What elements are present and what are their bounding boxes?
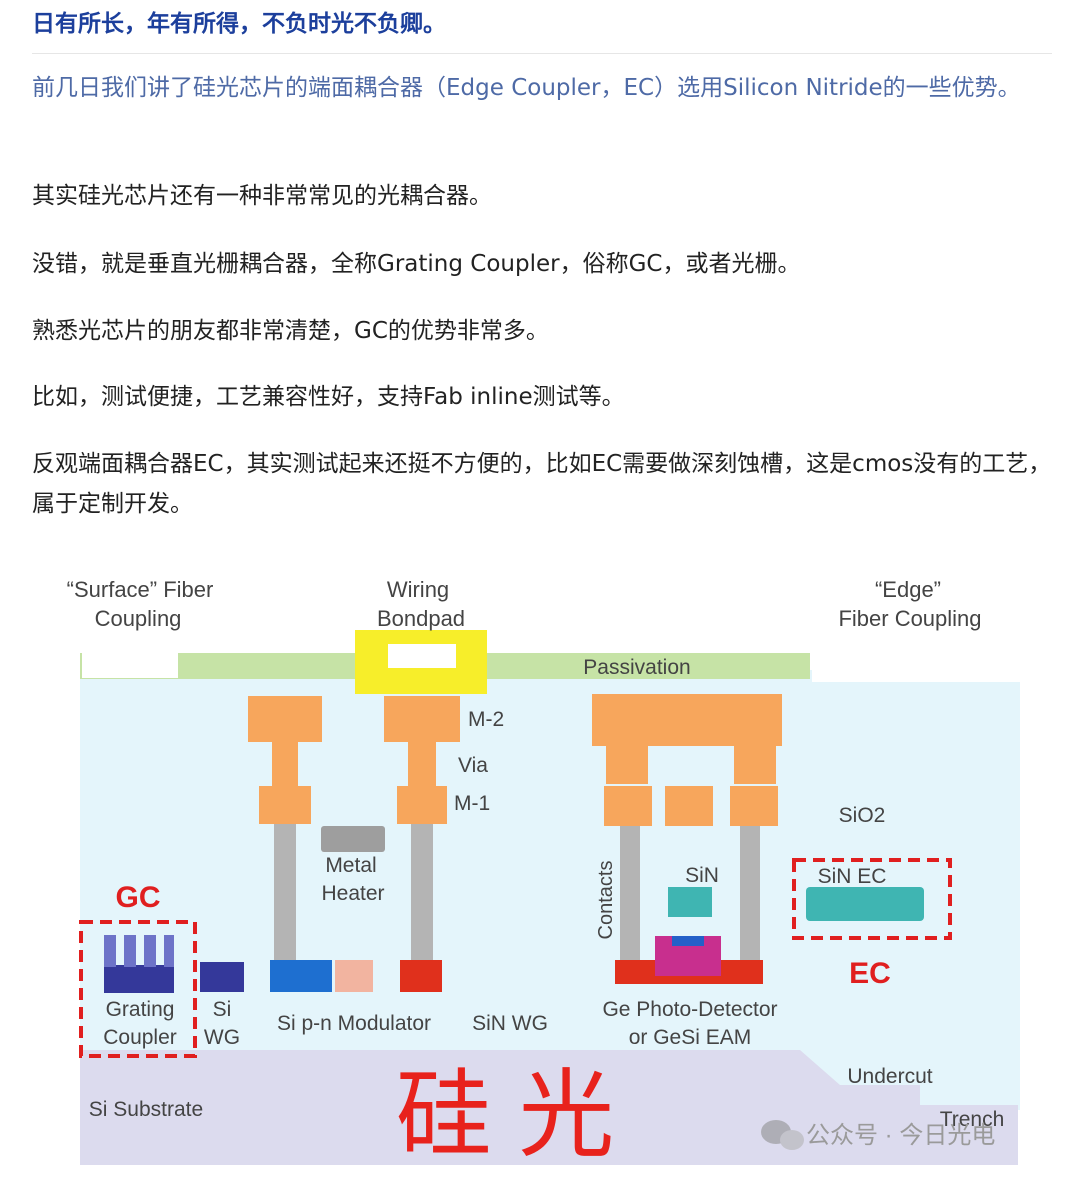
bondpad-opening	[388, 644, 456, 668]
m2-left	[248, 696, 322, 742]
via-right-1	[606, 746, 648, 784]
surface-fiber-label: “Surface” Fiber	[67, 577, 214, 602]
m2-center	[384, 696, 460, 742]
m1-right-2	[665, 786, 713, 826]
metal-label: Metal	[325, 854, 376, 877]
ec-highlight-box	[792, 858, 952, 940]
passivation-label: Passivation	[583, 656, 690, 679]
m1-right-3	[730, 786, 778, 826]
contact-right-1	[620, 826, 640, 962]
contact-left	[274, 824, 296, 962]
bondpad-label: Bondpad	[377, 606, 465, 631]
si-waveguide	[200, 962, 244, 992]
photodetector-label: Ge Photo-Detector	[602, 998, 777, 1021]
contact-center	[411, 824, 433, 962]
metal-heater	[321, 826, 385, 852]
watermark-text: 公众号 · 今日光电	[806, 1122, 995, 1149]
overlay-title: 硅 光	[396, 1062, 615, 1169]
m1-left	[259, 786, 311, 824]
grating-tooth-4	[164, 935, 174, 967]
undercut-label: Undercut	[847, 1065, 932, 1088]
m2-right	[592, 694, 782, 746]
article-heading: 日有所长，年有所得，不负时光不负卿。	[32, 11, 446, 37]
paragraph-2: 其实硅光芯片还有一种非常常见的光耦合器。	[32, 183, 492, 209]
m1-right-1	[604, 786, 652, 826]
sin-ec-label: SiN EC	[818, 865, 887, 888]
sio2-label: SiO2	[839, 804, 886, 827]
divider	[32, 53, 1052, 54]
grating-coupler-base	[104, 965, 174, 993]
paragraph-4: 熟悉光芯片的朋友都非常清楚，GC的优势非常多。	[32, 318, 549, 344]
modulator-label: Si p-n Modulator	[277, 1012, 431, 1035]
substrate-label: Si Substrate	[89, 1098, 203, 1121]
modulator-p-region	[270, 960, 332, 992]
sin-wg-label: SiN WG	[472, 1012, 548, 1035]
wechat-icon	[761, 1120, 804, 1150]
grating-tooth-3	[144, 935, 156, 967]
trench-label: Trench	[940, 1108, 1005, 1131]
sin-label: SiN	[685, 864, 719, 887]
wiring-label: Wiring	[387, 577, 449, 602]
m2-label: M-2	[468, 708, 504, 731]
via-label: Via	[458, 754, 488, 777]
coupler-label: Coupler	[103, 1026, 177, 1049]
edge-fiber-coupling-label: Fiber Coupling	[838, 606, 981, 631]
sin-edge-coupler	[806, 887, 924, 921]
gc-highlight-box	[79, 920, 197, 1058]
contact-right-2	[740, 826, 760, 962]
contacts-label: Contacts	[595, 861, 617, 940]
modulator-n-region	[400, 960, 442, 992]
paragraph-3: 没错，就是垂直光栅耦合器，全称Grating Coupler，俗称GC，或者光栅…	[32, 251, 801, 277]
edge-fiber-gap	[812, 646, 1022, 682]
gc-tag: GC	[116, 881, 161, 914]
ec-tag: EC	[849, 957, 891, 990]
eam-label: or GeSi EAM	[629, 1026, 752, 1049]
pd-contact	[672, 936, 704, 946]
via-left	[272, 742, 298, 786]
via-center	[408, 742, 436, 786]
m1-label: M-1	[454, 792, 490, 815]
via-right-2	[734, 746, 776, 784]
surface-fiber-opening	[82, 620, 178, 678]
grating-tooth-1	[104, 935, 116, 967]
paragraph-5: 比如，测试便捷，工艺兼容性好，支持Fab inline测试等。	[32, 384, 625, 410]
m1-center	[397, 786, 447, 824]
wg-label: WG	[204, 1026, 240, 1049]
grating-label: Grating	[106, 998, 175, 1021]
modulator-junction	[335, 960, 373, 992]
heater-label: Heater	[321, 882, 384, 905]
grating-tooth-2	[124, 935, 136, 967]
paragraph-intro: 前几日我们讲了硅光芯片的端面耦合器（Edge Coupler，EC）选用Sili…	[32, 75, 1021, 101]
edge-label: “Edge”	[875, 577, 941, 602]
sin-block	[668, 887, 712, 917]
si-label: Si	[213, 998, 232, 1021]
surface-coupling-label: Coupling	[95, 606, 182, 631]
paragraph-6: 反观端面耦合器EC，其实测试起来还挺不方便的，比如EC需要做深刻蚀槽，这是cmo…	[32, 451, 1052, 517]
silicon-photonics-cross-section-diagram: “Surface” Fiber Coupling Wiring Bondpad …	[67, 577, 1022, 1169]
